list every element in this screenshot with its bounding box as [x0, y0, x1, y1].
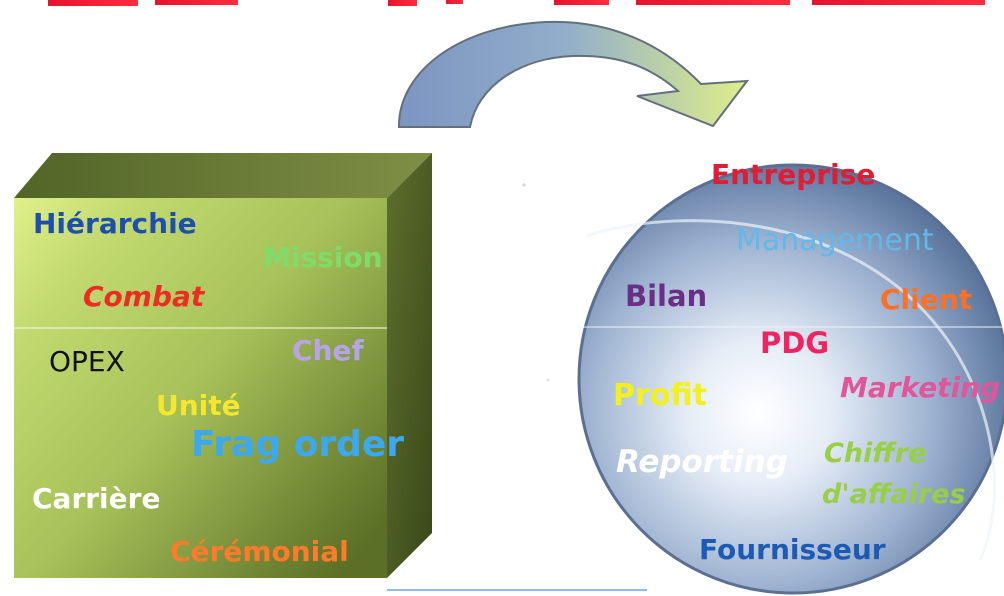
right-word-profit: Profit [613, 378, 707, 413]
left-word-frag-order: Frag order [191, 424, 404, 465]
right-sphere-body [577, 163, 1004, 595]
left-block-top-face [14, 153, 432, 198]
left-word-combat: Combat [83, 280, 206, 313]
right-sphere: Entreprise Management Bilan Client PDG P… [577, 158, 1004, 595]
left-block-side-face [387, 153, 432, 578]
top-cropped-text-decoration [0, 0, 1004, 12]
right-word-management: Management [736, 223, 934, 258]
right-word-fournisseur: Fournisseur [699, 533, 886, 566]
left-word-ceremonial: Cérémonial [170, 535, 349, 568]
left-word-opex: OPEX [49, 345, 125, 378]
right-word-chiffre: Chiffre [824, 438, 926, 469]
background-specks [387, 183, 647, 591]
right-word-bilan: Bilan [625, 279, 707, 313]
left-block-front-face [14, 198, 387, 578]
curved-arrow-icon [397, 20, 750, 128]
right-word-pdg: PDG [760, 326, 829, 360]
right-word-daffaires: d'affaires [822, 479, 965, 510]
right-word-reporting: Reporting [616, 444, 788, 480]
left-word-chef: Chef [292, 334, 364, 367]
left-word-unite: Unité [156, 389, 241, 422]
left-word-mission: Mission [263, 241, 383, 274]
left-word-hierarchie: Hiérarchie [33, 207, 197, 240]
right-word-client: Client [880, 283, 972, 316]
right-word-marketing: Marketing [840, 371, 1000, 404]
right-word-entreprise: Entreprise [711, 158, 875, 191]
left-block: Hiérarchie Mission Combat Chef OPEX Unit… [14, 153, 432, 578]
left-word-carriere: Carrière [32, 482, 160, 515]
